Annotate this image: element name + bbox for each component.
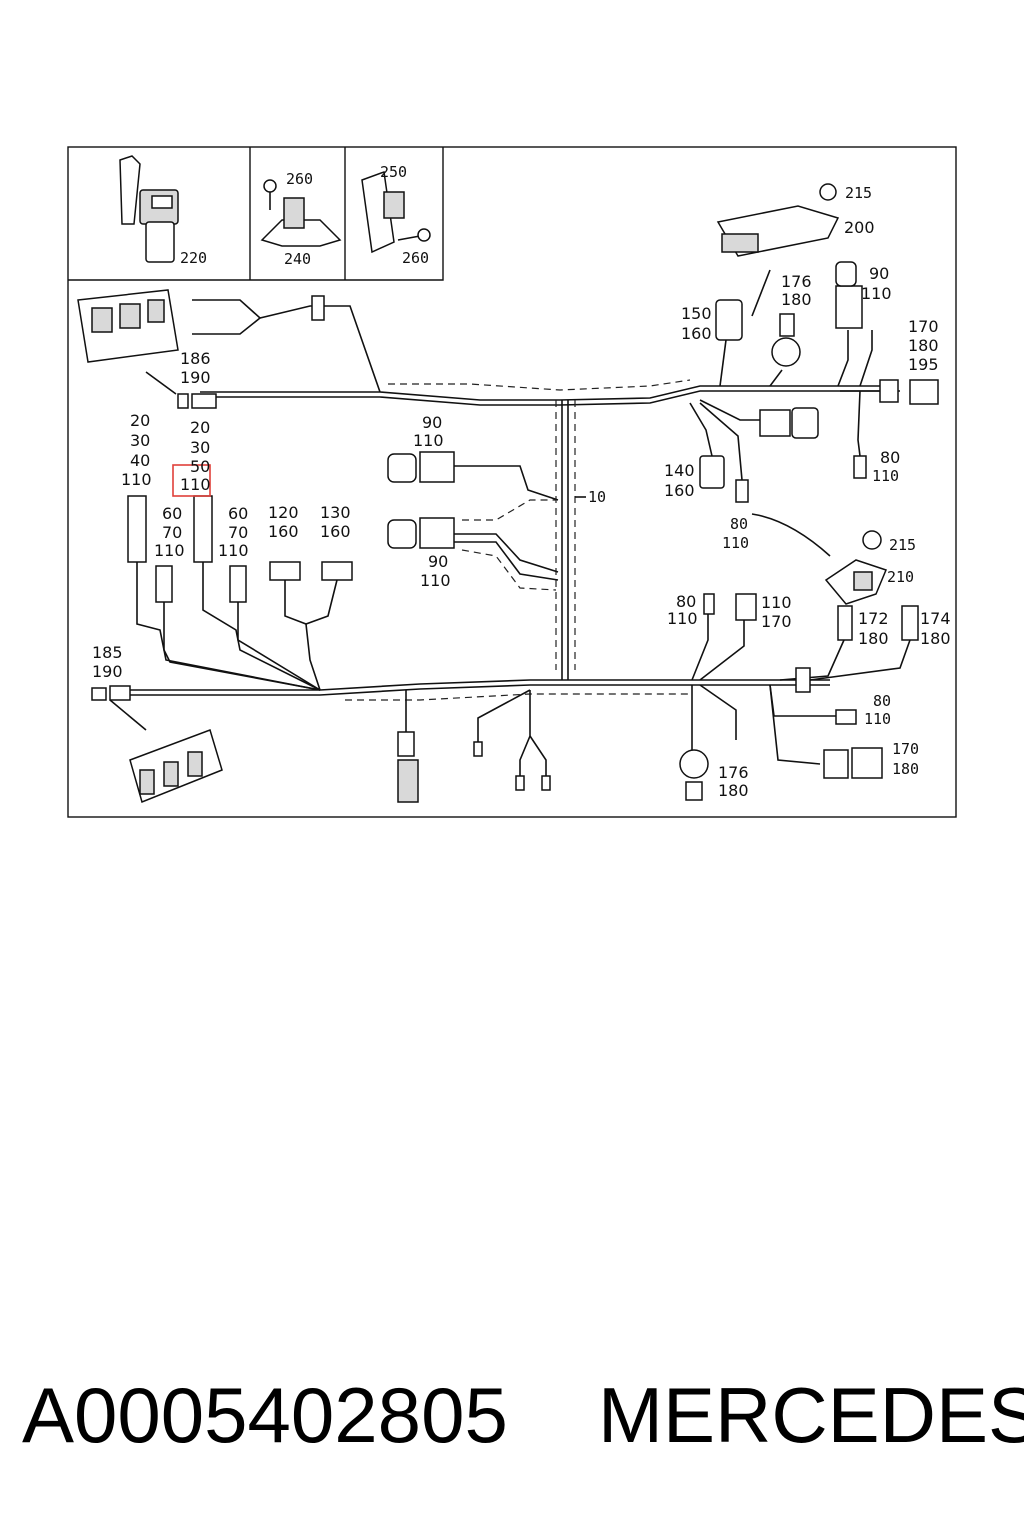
label-40: 40 bbox=[130, 451, 150, 470]
control-unit-200-icon bbox=[716, 183, 840, 257]
label-90: 90 bbox=[428, 552, 448, 571]
label-30: 30 bbox=[130, 431, 150, 450]
center-connector-lower bbox=[387, 517, 455, 549]
inset-panel-border bbox=[68, 147, 444, 281]
label-215: 215 bbox=[845, 184, 872, 202]
label-110: 110 bbox=[667, 609, 698, 628]
connector-left-2 bbox=[193, 495, 213, 563]
label-90: 90 bbox=[869, 264, 889, 283]
sensor-250-icon bbox=[361, 170, 431, 254]
label-186: 186 bbox=[180, 349, 211, 368]
label-130: 130 bbox=[320, 503, 351, 522]
label-120: 120 bbox=[268, 503, 299, 522]
label-20: 20 bbox=[190, 418, 210, 437]
label-160: 160 bbox=[664, 481, 695, 500]
label-110: 110 bbox=[413, 431, 444, 450]
label-80: 80 bbox=[873, 692, 891, 710]
label-110: 110 bbox=[722, 534, 749, 552]
label-110: 110 bbox=[218, 541, 249, 560]
label-110: 110 bbox=[154, 541, 185, 560]
label-110: 110 bbox=[180, 475, 211, 494]
sensor-220-icon bbox=[119, 155, 179, 263]
wiring-harness-diagram: 220 260 240 250 260 215 200 176 180 90 1… bbox=[67, 146, 957, 818]
label-50: 50 bbox=[190, 457, 210, 476]
label-110: 110 bbox=[861, 284, 892, 303]
label-80: 80 bbox=[676, 592, 696, 611]
label-80: 80 bbox=[730, 515, 748, 533]
diagram-frame bbox=[67, 146, 957, 818]
fuse-box-top-icon bbox=[77, 289, 179, 363]
label-260: 260 bbox=[286, 170, 313, 188]
label-260: 260 bbox=[402, 249, 429, 267]
label-10: 10 bbox=[588, 488, 606, 506]
label-176: 176 bbox=[718, 763, 749, 782]
callout-labels: 220 260 240 250 260 215 200 176 180 90 1… bbox=[92, 163, 951, 800]
label-70: 70 bbox=[228, 523, 248, 542]
caption: A0005402805 MERCEDES bbox=[0, 1370, 1024, 1470]
fuse-box-bottom-icon bbox=[129, 729, 223, 804]
label-174: 174 bbox=[920, 609, 951, 628]
label-180: 180 bbox=[892, 760, 919, 778]
label-170: 170 bbox=[908, 317, 939, 336]
brand-name: MERCEDES bbox=[598, 1371, 1024, 1459]
label-110: 110 bbox=[864, 710, 891, 728]
label-215: 215 bbox=[889, 536, 916, 554]
label-20: 20 bbox=[130, 411, 150, 430]
label-150: 150 bbox=[681, 304, 712, 323]
label-180: 180 bbox=[858, 629, 889, 648]
connector-left-1 bbox=[127, 495, 147, 563]
label-110: 110 bbox=[420, 571, 451, 590]
label-180: 180 bbox=[718, 781, 749, 800]
part-number: A0005402805 bbox=[22, 1371, 508, 1459]
label-210: 210 bbox=[887, 568, 914, 586]
label-170: 170 bbox=[892, 740, 919, 758]
center-connector-upper bbox=[387, 451, 455, 483]
label-220: 220 bbox=[180, 249, 207, 267]
label-160: 160 bbox=[268, 522, 299, 541]
sensor-240-icon bbox=[260, 179, 342, 247]
label-180: 180 bbox=[908, 336, 939, 355]
label-160: 160 bbox=[681, 324, 712, 343]
label-60: 60 bbox=[228, 504, 248, 523]
label-170: 170 bbox=[761, 612, 792, 631]
label-60: 60 bbox=[162, 504, 182, 523]
label-190: 190 bbox=[180, 368, 211, 387]
label-180: 180 bbox=[920, 629, 951, 648]
highlight-box bbox=[172, 464, 211, 497]
label-190: 190 bbox=[92, 662, 123, 681]
label-176: 176 bbox=[781, 272, 812, 291]
label-185: 185 bbox=[92, 643, 123, 662]
sensor-210-icon bbox=[824, 530, 888, 605]
label-160: 160 bbox=[320, 522, 351, 541]
label-80: 80 bbox=[880, 448, 900, 467]
label-110: 110 bbox=[121, 470, 152, 489]
label-70: 70 bbox=[162, 523, 182, 542]
label-90: 90 bbox=[422, 413, 442, 432]
label-195: 195 bbox=[908, 355, 939, 374]
label-180: 180 bbox=[781, 290, 812, 309]
label-240: 240 bbox=[284, 250, 311, 268]
label-250: 250 bbox=[380, 163, 407, 181]
label-172: 172 bbox=[858, 609, 889, 628]
label-140: 140 bbox=[664, 461, 695, 480]
label-110: 110 bbox=[872, 467, 899, 485]
label-200: 200 bbox=[844, 218, 875, 237]
label-30: 30 bbox=[190, 438, 210, 457]
label-110: 110 bbox=[761, 593, 792, 612]
